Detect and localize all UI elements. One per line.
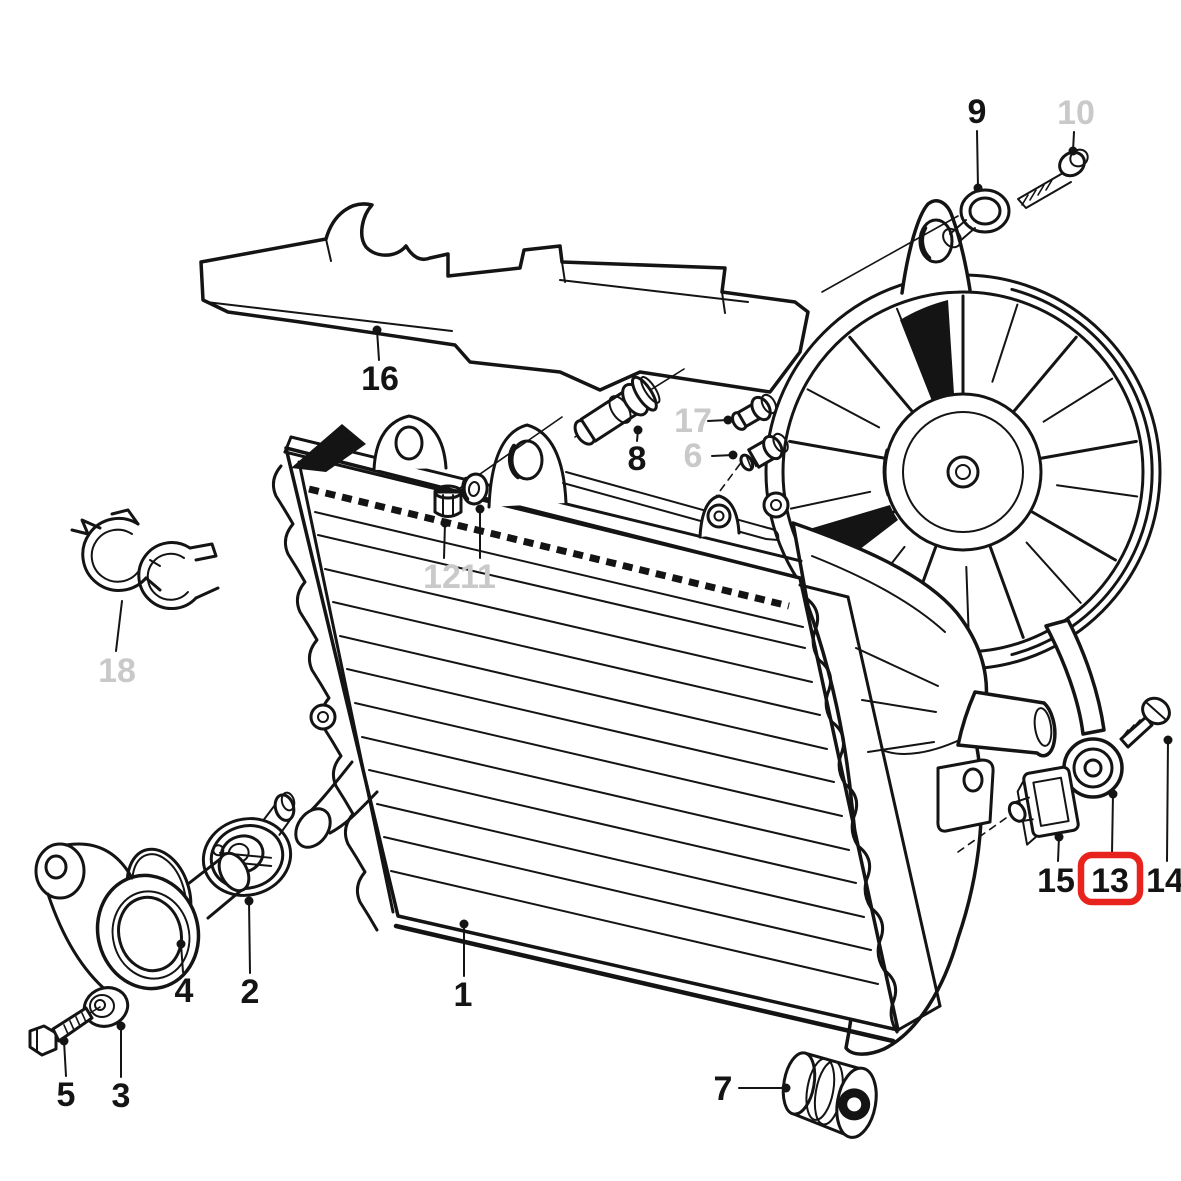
- highlight-box-13: [1077, 851, 1144, 906]
- leader-line-14: [1166, 739, 1169, 862]
- clip-nut-15: [1007, 765, 1080, 846]
- part-label-12: 12: [423, 558, 461, 596]
- leader-dot-17: [723, 415, 733, 425]
- bracket-screw-14: [1119, 696, 1171, 749]
- leader-dot-9: [973, 183, 983, 193]
- part-label-17: 17: [674, 402, 712, 440]
- leader-dot-7: [781, 1083, 791, 1093]
- part-label-4: 4: [175, 972, 194, 1010]
- part-label-18: 18: [98, 652, 136, 690]
- leader-dot-13: [1108, 789, 1118, 799]
- part-label-10: 10: [1057, 94, 1095, 132]
- part-label-1: 1: [454, 976, 473, 1014]
- leader-dot-16: [372, 325, 382, 335]
- leader-line-18: [115, 600, 123, 652]
- plug-6: [739, 432, 789, 472]
- hose-clamps-18: [70, 508, 220, 611]
- part-label-11: 11: [460, 558, 496, 596]
- hex-nut-12: [433, 484, 463, 518]
- part-label-7: 7: [714, 1070, 733, 1108]
- blade-shadow: [900, 300, 954, 401]
- side-tank: [804, 596, 899, 1034]
- leader-line-4: [180, 943, 184, 973]
- fan-hub: [883, 392, 1043, 552]
- plug-axis-line: [713, 463, 741, 500]
- thermostat-housing-3: [34, 842, 251, 1028]
- leader-line-9: [976, 130, 979, 189]
- right-hook-bracket: [698, 494, 741, 539]
- temperature-switch-8: [573, 375, 661, 446]
- shroud-lower-bracket: [936, 758, 995, 833]
- leader-line-12: [443, 522, 446, 559]
- leader-line-2: [248, 900, 251, 974]
- part-label-16: 16: [361, 360, 399, 398]
- housing-bolt-5: [28, 1006, 101, 1057]
- corner-bracket: [291, 424, 366, 472]
- upper-air-duct: [199, 202, 810, 394]
- part-label-8: 8: [628, 440, 647, 478]
- leader-dot-3: [116, 1021, 126, 1031]
- part-label-3: 3: [112, 1077, 131, 1115]
- part-label-14: 14: [1146, 862, 1181, 900]
- shroud-outlet-pipe: [956, 690, 1057, 758]
- leader-dot-2: [244, 896, 254, 906]
- plug-17: [731, 393, 778, 431]
- leader-dot-4: [176, 939, 186, 949]
- leader-dot-10: [1068, 146, 1078, 156]
- part-label-15: 15: [1037, 862, 1075, 900]
- leader-dot-14: [1163, 735, 1173, 745]
- leader-dot-11: [475, 504, 485, 514]
- part-label-9: 9: [968, 93, 987, 131]
- fan-mount-grommet-9: [942, 188, 1011, 249]
- tank-hatching: [308, 485, 790, 610]
- leader-dot-15: [1054, 832, 1064, 842]
- cooling-fan: [764, 199, 1162, 671]
- thermostat-2: [201, 791, 296, 897]
- part-label-2: 2: [241, 973, 260, 1011]
- leader-dot-12: [440, 518, 450, 528]
- mount-axis-line: [821, 215, 959, 293]
- fan-mount-screw-10: [1017, 148, 1089, 209]
- radiator-fins: [317, 534, 879, 985]
- leader-dot-1: [459, 919, 469, 929]
- rubber-mount-7: [781, 1051, 878, 1139]
- leader-line-5: [63, 1040, 67, 1077]
- radiator: [271, 414, 942, 1044]
- shroud-mount-arm: [1044, 618, 1106, 736]
- clip-axis-line: [957, 817, 1007, 853]
- top-hook-bracket: [487, 423, 568, 509]
- shroud-upper-pin: [762, 491, 790, 519]
- part-label-6: 6: [684, 437, 703, 475]
- left-frame-strip: [271, 464, 379, 932]
- part-label-13: 13: [1091, 862, 1129, 900]
- part-label-5: 5: [57, 1076, 76, 1114]
- washer-11: [461, 472, 489, 506]
- leader-line-13: [1111, 793, 1114, 854]
- leader-line-16: [376, 329, 380, 361]
- leader-dot-5: [59, 1036, 69, 1046]
- leader-dot-6: [728, 450, 738, 460]
- top-hook-bracket: [372, 414, 448, 472]
- leader-dot-8: [633, 425, 643, 435]
